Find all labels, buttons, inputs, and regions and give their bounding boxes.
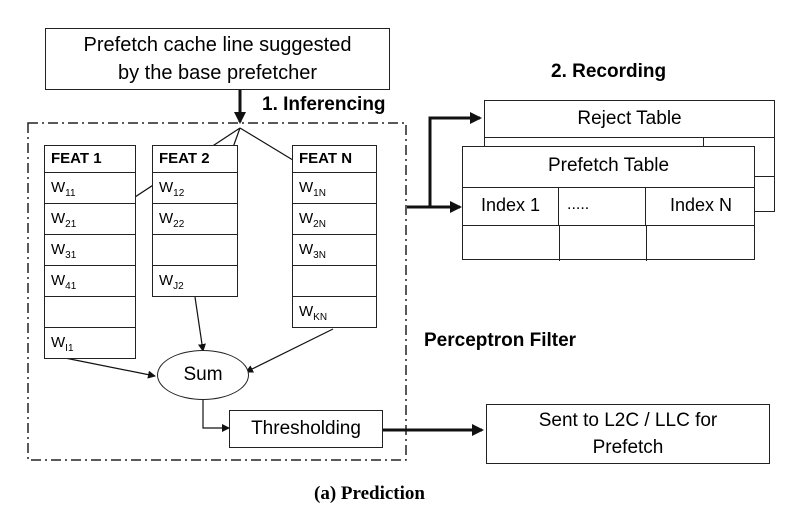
base-prefetcher-box: Prefetch cache line suggested by the bas…: [45, 28, 390, 90]
feat1-weight-cell-4: [44, 296, 136, 328]
featN-weight-cell-3: [292, 265, 377, 297]
prefetch-table: Prefetch Table Index 1 ..... Index N: [462, 146, 755, 261]
figure-caption: (a) Prediction: [314, 483, 425, 504]
feat2-weight-cell-0: W12: [152, 172, 238, 204]
recording-label: 2. Recording: [551, 61, 667, 82]
sum-node: Sum: [157, 350, 249, 400]
feat2-weight-symbol-1: W: [159, 210, 174, 227]
feat1-header: FEAT 1: [44, 145, 136, 173]
sum-label: Sum: [183, 364, 223, 385]
feat1-weight-cell-2: W31: [44, 234, 136, 266]
feat2-weight-cell-1: W22: [152, 203, 238, 235]
reject-table-title: Reject Table: [485, 101, 774, 138]
base-prefetcher-line2: by the base prefetcher: [117, 62, 317, 84]
featN-weight-subscript-4: KN: [313, 312, 328, 323]
feat1-weight-symbol-5: W: [51, 334, 66, 351]
feat1-weight-symbol-0: W: [51, 179, 66, 196]
thresholding-box: Thresholding: [229, 410, 383, 448]
prefetch-col-indexN: Index N: [669, 195, 733, 215]
featN-weight-cell-2: W3N: [292, 234, 377, 266]
feat1-weight-cell-3: W41: [44, 265, 136, 297]
output-line1: Sent to L2C / LLC for: [538, 410, 718, 431]
featN-weight-symbol-4: W: [299, 303, 314, 320]
thresholding-label: Thresholding: [251, 418, 361, 439]
recording-trunk: [407, 112, 482, 209]
featN-header: FEAT N: [292, 145, 377, 173]
perceptron-filter-label: Perceptron Filter: [424, 330, 577, 351]
prefetch-row2-div1: [559, 225, 560, 261]
perceptron-filter-boundary: [27, 122, 407, 461]
feat1-weight-symbol-2: W: [51, 241, 66, 258]
featN-weight-symbol-0: W: [299, 179, 314, 196]
featN-weight-cell-0: W1N: [292, 172, 377, 204]
feat1-weight-subscript-3: 41: [65, 281, 77, 292]
feat1-weight-subscript-1: 21: [65, 219, 77, 230]
featN-weight-symbol-2: W: [299, 241, 314, 258]
feat2-weight-cell-2: [152, 234, 238, 266]
feat1-weight-subscript-2: 31: [65, 250, 77, 261]
featN-weight-subscript-2: 3N: [313, 250, 326, 261]
sum-to-threshold: [202, 400, 230, 432]
feat2-weight-subscript-3: J2: [173, 281, 184, 292]
output-box: Sent to L2C / LLC for Prefetch: [486, 404, 770, 464]
featN-weight-subscript-0: 1N: [313, 188, 326, 199]
inferencing-label: 1. Inferencing: [262, 94, 386, 115]
feat1-weight-subscript-5: I1: [65, 343, 74, 354]
feat1-weight-cell-1: W21: [44, 203, 136, 235]
feat2-weight-symbol-0: W: [159, 179, 174, 196]
feat1-weight-subscript-0: 11: [65, 188, 76, 199]
feat1-weight-symbol-3: W: [51, 272, 66, 289]
feat2-to-sum: [194, 296, 206, 352]
feat1-to-sum: [64, 357, 156, 379]
prefetch-table-title: Prefetch Table: [463, 147, 754, 188]
feat2-weight-subscript-1: 22: [173, 219, 185, 230]
feat1-weight-cell-0: W11: [44, 172, 136, 204]
feat2-header: FEAT 2: [152, 145, 238, 173]
prefetch-table-row-divider: [463, 225, 754, 226]
feat1-weight-cell-5: WI1: [44, 327, 136, 359]
feat2-weight-subscript-0: 12: [173, 188, 185, 199]
feat1-weight-symbol-1: W: [51, 210, 66, 227]
featN-weight-subscript-1: 2N: [313, 219, 326, 230]
feat2-weight-cell-3: WJ2: [152, 265, 238, 297]
base-prefetcher-line1: Prefetch cache line suggested: [83, 34, 352, 56]
featN-weight-cell-1: W2N: [292, 203, 377, 235]
featN-weight-cell-4: WKN: [292, 296, 377, 328]
featN-weight-symbol-1: W: [299, 210, 314, 227]
prefetch-col-ellipsis: .....: [559, 187, 646, 225]
featN-to-sum: [245, 328, 334, 373]
feat2-weight-symbol-3: W: [159, 272, 174, 289]
prefetch-row2-div2: [646, 225, 647, 261]
output-line2: Prefetch: [592, 437, 664, 458]
prefetch-col-index1: Index 1: [463, 187, 559, 225]
